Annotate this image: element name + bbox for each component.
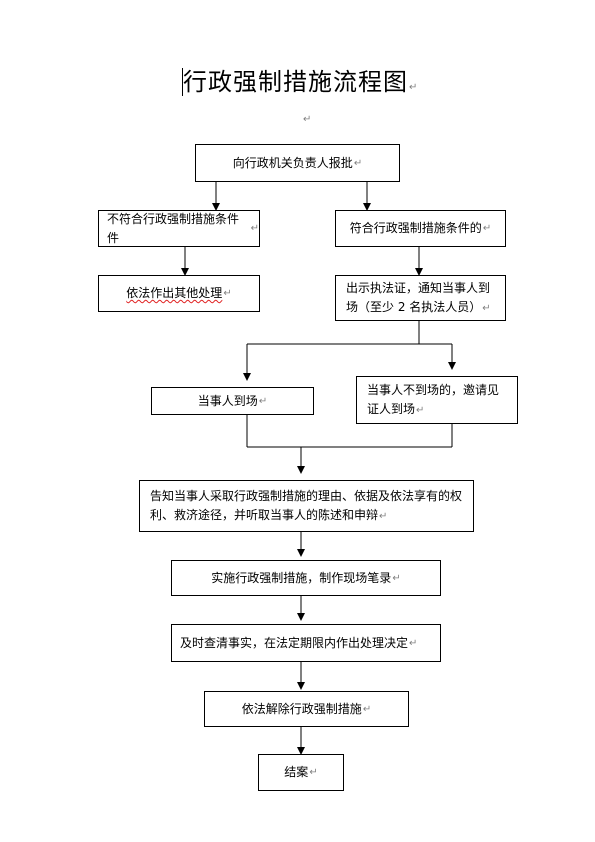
- paragraph-mark: ↵: [416, 404, 425, 416]
- paragraph-mark: ↵: [482, 302, 491, 314]
- node-other-handling-text: 依法作出其他处理: [126, 286, 223, 300]
- paragraph-mark: ↵: [379, 510, 388, 522]
- node-decide-text: 及时查清事实，在法定期限内作出处理决定: [180, 635, 409, 650]
- paragraph-mark: ↵: [353, 157, 363, 169]
- node-release: 依法解除行政强制措施↵: [204, 691, 409, 727]
- page-title: 行政强制措施流程图↵: [183, 67, 418, 97]
- paragraph-mark: ↵: [362, 703, 372, 715]
- paragraph-mark: ↵: [309, 767, 318, 778]
- node-party-absent: 当事人不到场的，邀请见证人到场↵: [356, 376, 518, 424]
- node-party-absent-text: 当事人不到场的，邀请见证人到场: [367, 382, 500, 416]
- node-close: 结案↵: [258, 754, 344, 791]
- node-inform: 告知当事人采取行政强制措施的理由、依据及依法享有的权利、救济途径，并听取当事人的…: [139, 480, 474, 532]
- node-implement-text: 实施行政强制措施，制作现场笔录: [211, 570, 392, 585]
- node-close-text: 结案: [284, 765, 309, 779]
- node-not-meet: 不符合行政强制措施条件件 ↵: [98, 210, 260, 247]
- node-report-text: 向行政机关负责人报批: [232, 155, 353, 170]
- title-text: 行政强制措施流程图: [183, 68, 408, 96]
- node-show-id-text: 出示执法证，通知当事人到场（至少 2 名执法人员）: [346, 280, 491, 314]
- node-inform-text: 告知当事人采取行政强制措施的理由、依据及依法享有的权利、救济途径，并听取当事人的…: [150, 488, 463, 522]
- node-meet-text: 符合行政强制措施条件的: [349, 221, 482, 235]
- node-implement: 实施行政强制措施，制作现场笔录↵: [171, 560, 441, 596]
- node-decide: 及时查清事实，在法定期限内作出处理决定↵: [171, 624, 441, 662]
- text-cursor: [182, 68, 183, 96]
- paragraph-mark: ↵: [303, 114, 312, 125]
- paragraph-mark: ↵: [223, 288, 232, 299]
- node-not-meet-text: 不符合行政强制措施条件件: [107, 211, 240, 245]
- paragraph-mark: ↵: [250, 223, 259, 234]
- node-show-id: 出示执法证，通知当事人到场（至少 2 名执法人员）↵: [335, 275, 506, 321]
- node-other-handling: 依法作出其他处理↵: [98, 275, 260, 312]
- node-meet: 符合行政强制措施条件的↵: [335, 210, 506, 247]
- node-report: 向行政机关负责人报批↵: [195, 144, 400, 182]
- paragraph-mark: ↵: [482, 223, 492, 234]
- paragraph-mark: ↵: [409, 637, 418, 649]
- paragraph-mark: ↵: [258, 395, 268, 407]
- node-release-text: 依法解除行政强制措施: [241, 701, 362, 716]
- paragraph-mark: ↵: [392, 572, 401, 584]
- paragraph-mark: ↵: [409, 82, 419, 93]
- node-party-present-text: 当事人到场: [197, 393, 258, 408]
- node-party-present: 当事人到场↵: [151, 387, 314, 415]
